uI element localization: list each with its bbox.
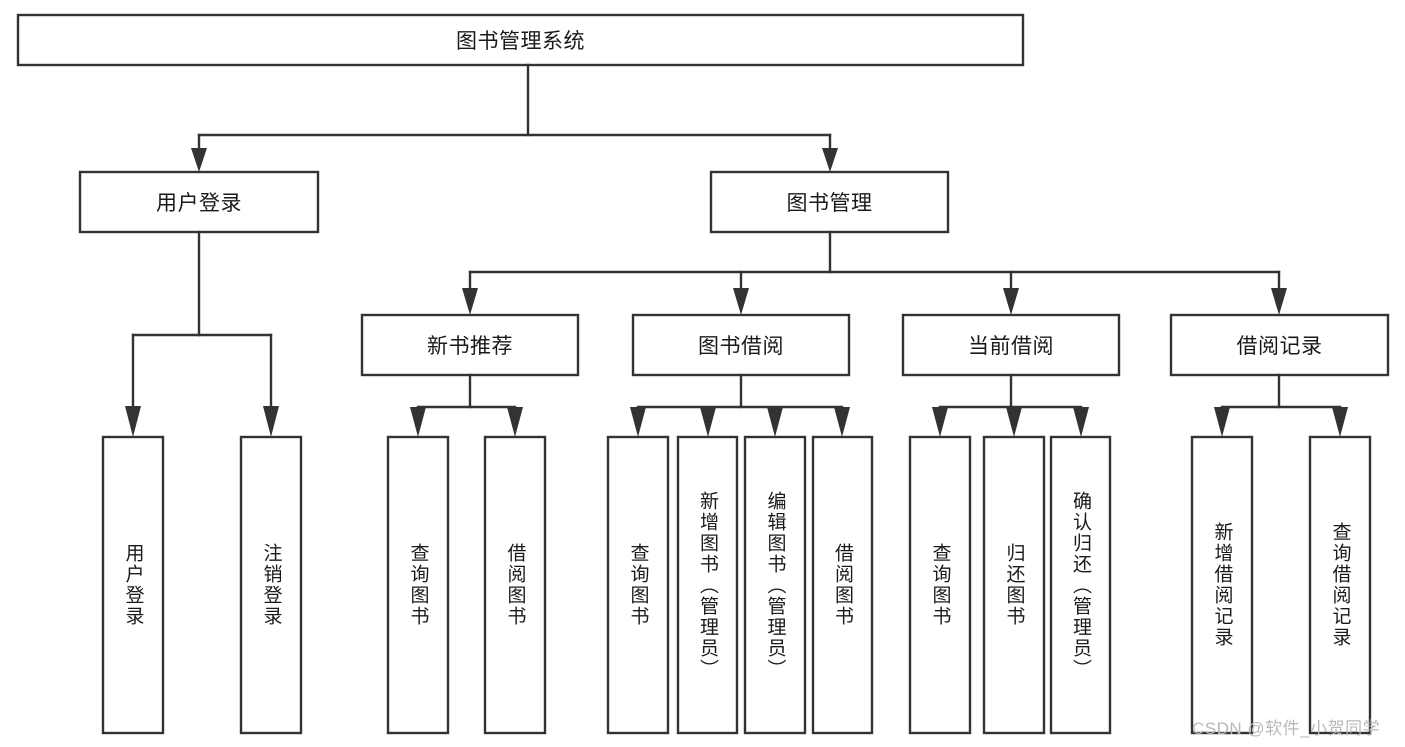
leaf-user-login-0-box[interactable] [101,435,165,735]
leaf-borrow-record-0-box[interactable] [1190,435,1254,735]
leaf-current-borrow-0-box[interactable] [908,435,972,735]
arrowhead-leaf-user-login-0 [125,406,141,437]
arrowhead-new-book-recommend [462,288,478,315]
node-current-borrow-box[interactable] [901,313,1121,377]
leaf-user-login-1-box[interactable] [239,435,303,735]
node-book-manage-box[interactable] [709,170,950,234]
node-borrow-record-box[interactable] [1169,313,1390,377]
leaf-book-borrow-2-box[interactable] [743,435,807,735]
node-user-login-box[interactable] [78,170,320,234]
arrowhead-current-borrow [1003,288,1019,315]
leaf-book-borrow-3-box[interactable] [811,435,874,735]
node-book-borrow-box[interactable] [631,313,851,377]
arrowhead-leaf-current-borrow-0 [932,407,948,437]
leaf-current-borrow-1-box[interactable] [982,435,1046,735]
arrowhead-book-manage [822,148,838,172]
arrowhead-leaf-current-borrow-1 [1006,407,1022,437]
arrowhead-book-borrow [733,288,749,315]
arrowhead-leaf-new-book-1 [507,407,523,437]
arrowhead-leaf-user-login-1 [263,406,279,437]
arrowhead-leaf-borrow-record-0 [1214,407,1230,437]
arrowhead-leaf-borrow-record-1 [1332,407,1348,437]
leaf-new-book-1-box[interactable] [483,435,547,735]
node-new-book-recommend-box[interactable] [360,313,580,377]
leaf-new-book-0-box[interactable] [386,435,450,735]
leaf-book-borrow-0-box[interactable] [606,435,670,735]
arrowhead-leaf-new-book-0 [410,407,426,437]
leaf-current-borrow-2-box[interactable] [1049,435,1112,735]
arrowhead-user-login [191,148,207,172]
arrowhead-borrow-record [1271,288,1287,315]
arrowhead-leaf-book-borrow-0 [630,407,646,437]
node-root-box[interactable] [16,13,1025,67]
leaf-borrow-record-1-box[interactable] [1308,435,1372,735]
arrowhead-leaf-book-borrow-3 [834,407,850,437]
leaf-book-borrow-1-box[interactable] [676,435,739,735]
arrowhead-leaf-book-borrow-2 [767,407,783,437]
arrowhead-leaf-current-borrow-2 [1073,407,1089,437]
arrowhead-leaf-book-borrow-1 [700,407,716,437]
